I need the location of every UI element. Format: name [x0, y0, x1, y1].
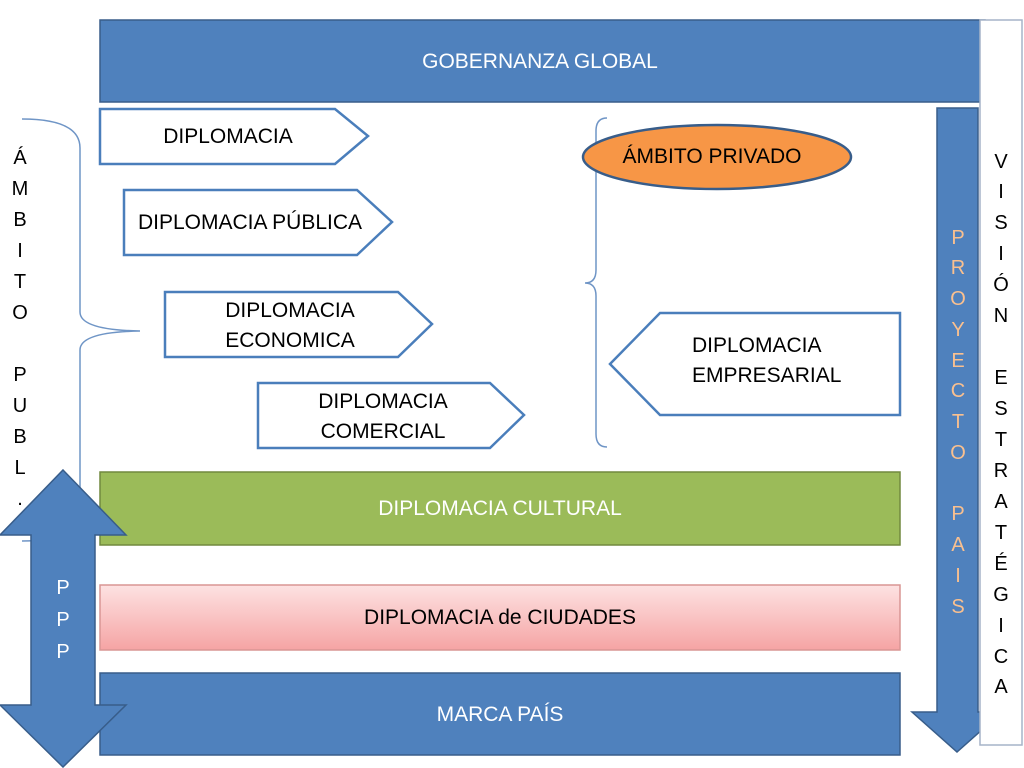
private-sphere-bracket — [584, 117, 608, 448]
vertical-letter: S — [994, 398, 1008, 420]
vertical-letter: N — [993, 305, 1009, 328]
vertical-letter: Y — [951, 318, 965, 341]
vertical-letter: P — [56, 641, 70, 663]
vertical-letter: R — [993, 459, 1009, 482]
vertical-letter: Ó — [993, 274, 1009, 297]
diplomacia-comercial-label: DIPLOMACIA COMERCIAL — [318, 390, 448, 443]
diplomacia-label: DIPLOMACIA — [163, 125, 293, 148]
vertical-letter: O — [12, 301, 28, 324]
vertical-letter: S — [951, 595, 965, 618]
vertical-letter: I — [998, 243, 1004, 266]
diplomacia-economica-arrow-shape — [163, 290, 434, 359]
vertical-letter: T — [994, 428, 1008, 451]
vertical-letter: P — [56, 609, 70, 631]
diplomacia-ciudades-band — [99, 584, 901, 651]
vertical-gap — [986, 332, 1016, 363]
marca-pais-band — [99, 672, 901, 756]
vertical-letter: V — [994, 150, 1008, 173]
vertical-letter: I — [955, 564, 961, 587]
vertical-letter: E — [951, 349, 965, 372]
vertical-letter: P — [56, 577, 70, 599]
marca-pais-label: MARCA PAÍS — [436, 703, 564, 726]
vertical-letter: A — [994, 490, 1008, 513]
diplomacia-publica-arrow-shape — [122, 188, 394, 257]
vertical-gap — [943, 469, 973, 500]
vertical-letter: Á — [13, 146, 27, 169]
vertical-letter: I — [17, 239, 23, 262]
vertical-letter: U — [12, 394, 28, 417]
vertical-letter: A — [951, 534, 965, 557]
vertical-letter: C — [993, 645, 1009, 668]
diplomacia-ciudades-label: DIPLOMACIA de CIUDADES — [364, 606, 636, 629]
vertical-letter: O — [950, 441, 966, 464]
vertical-letter: C — [950, 380, 966, 403]
vertical-letter: T — [13, 270, 27, 293]
vertical-letter: P — [13, 363, 27, 386]
ppp-double-arrow — [0, 468, 128, 768]
vertical-letter: O — [950, 288, 966, 311]
diplomacia-publica-label: DIPLOMACIA PÚBLICA — [137, 211, 363, 234]
vertical-letter: R — [950, 257, 966, 280]
vertical-letter: B — [13, 425, 27, 448]
vertical-letter: T — [994, 521, 1008, 544]
vertical-letter: T — [951, 411, 965, 434]
vertical-letter: É — [994, 552, 1008, 575]
diplomacia-economica-label: DIPLOMACIA ECONOMICA — [225, 299, 355, 352]
vertical-letter: G — [993, 583, 1009, 606]
vision-estrategica-box — [979, 19, 1023, 746]
vertical-letter: . — [17, 487, 23, 510]
vertical-letter: E — [994, 367, 1008, 390]
vertical-letter: S — [994, 212, 1008, 235]
ambito-privado-label: ÁMBITO PRIVADO — [622, 145, 802, 168]
vertical-letter: A — [994, 676, 1008, 699]
diplomacia-arrow-shape — [98, 107, 370, 166]
vertical-letter: P — [951, 503, 965, 526]
gobernanza-global-bar — [99, 19, 986, 103]
vertical-letter: I — [998, 614, 1004, 637]
ambito-privado-ellipse — [581, 123, 853, 191]
vertical-letter: M — [11, 177, 29, 200]
diplomacia-comercial-arrow-shape — [256, 381, 526, 450]
diplomacia-cultural-band — [99, 471, 901, 546]
diplomacia-empresarial-label: DIPLOMACIA EMPRESARIAL — [692, 334, 842, 387]
vertical-letter: P — [951, 226, 965, 249]
vertical-gap — [5, 329, 35, 360]
vertical-letter: B — [13, 208, 27, 231]
diplomacia-cultural-label: DIPLOMACIA CULTURAL — [378, 497, 622, 520]
diplomacia-empresarial-arrow-shape — [608, 311, 902, 417]
vertical-letter: L — [14, 456, 26, 479]
gobernanza-global-label: GOBERNANZA GLOBAL — [422, 50, 658, 73]
vertical-letter: I — [998, 181, 1004, 204]
